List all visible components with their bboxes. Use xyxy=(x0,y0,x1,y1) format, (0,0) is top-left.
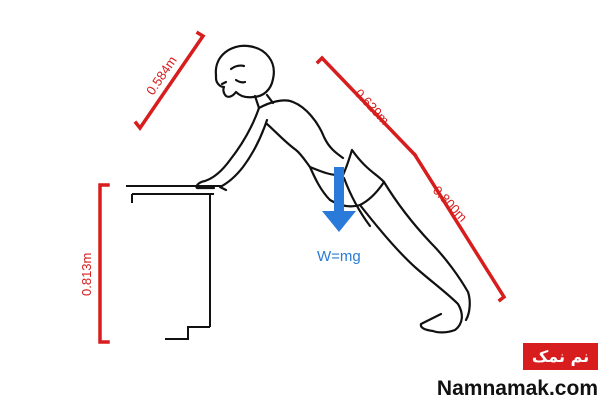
legs xyxy=(358,180,471,334)
shorts xyxy=(308,148,386,208)
person-figure xyxy=(195,44,471,334)
right-arm xyxy=(218,118,269,192)
brand-url: Namnamak.com xyxy=(436,377,598,400)
torso xyxy=(257,99,345,169)
dimension-table-height: 0.813m xyxy=(79,183,110,344)
left-arm xyxy=(195,106,261,190)
dimension-shoulder-to-mass: 0.629m xyxy=(315,55,418,158)
weight-arrow xyxy=(322,167,356,232)
table xyxy=(126,185,222,340)
weight-label: W=mg xyxy=(317,248,361,265)
dimension-shoulder-to-mass-label: 0.629m xyxy=(352,86,393,128)
brand-logo-badge: نم نمک xyxy=(523,343,598,370)
head xyxy=(214,44,275,99)
dimension-shoulder-to-feet-label: 0.800m xyxy=(430,183,471,225)
dimension-head-length: 0.584m xyxy=(133,30,206,131)
dimension-table-height-label: 0.813m xyxy=(79,253,94,296)
